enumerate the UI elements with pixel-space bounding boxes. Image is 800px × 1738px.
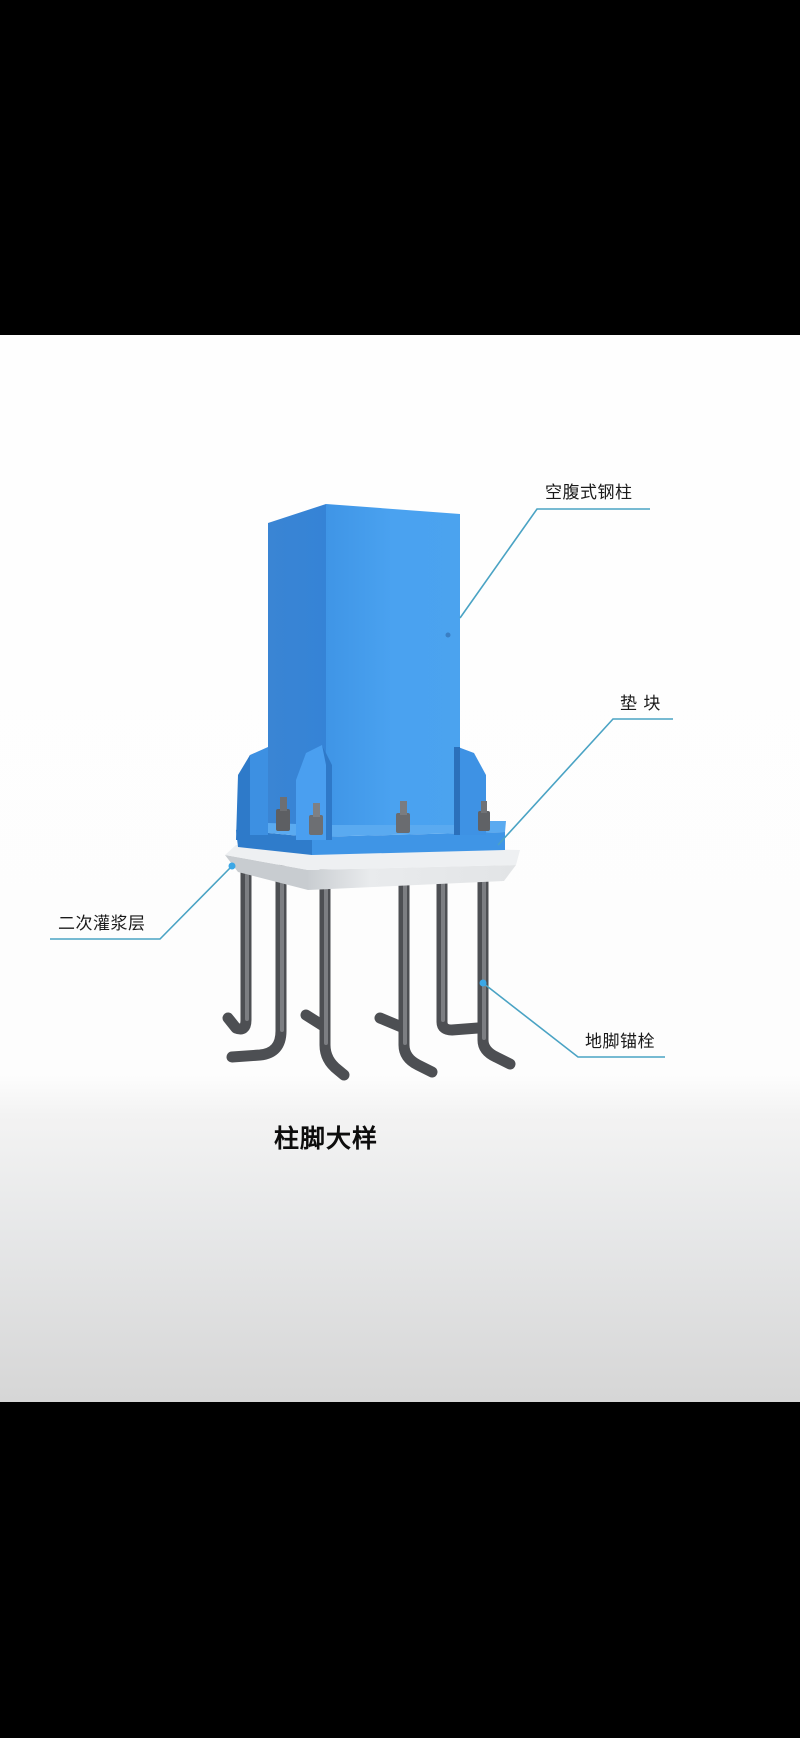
bolt-nuts [276, 797, 490, 835]
leader-column [459, 508, 650, 619]
label-grout-layer: 二次灌浆层 [58, 914, 146, 934]
leader-shim [497, 718, 673, 846]
column-base-illustration [50, 504, 673, 1081]
leader-grout [50, 865, 233, 940]
bottom-letterbox [0, 1402, 800, 1738]
top-letterbox [0, 0, 800, 335]
leader-lines [50, 508, 673, 1058]
column-front-face [326, 504, 460, 825]
column-left-face [268, 504, 326, 825]
leader-dots [228, 632, 487, 987]
anchor-bolts [222, 864, 516, 1081]
diagram-title: 柱脚大样 [274, 1124, 379, 1153]
leader-anchor [482, 982, 665, 1058]
label-column: 空腹式钢柱 [545, 483, 633, 503]
label-shim-block: 垫 块 [620, 694, 661, 714]
diagram-canvas: 空腹式钢柱 垫 块 二次灌浆层 地脚锚栓 柱脚大样 [0, 335, 800, 1402]
label-anchor-bolt: 地脚锚栓 [585, 1032, 655, 1052]
